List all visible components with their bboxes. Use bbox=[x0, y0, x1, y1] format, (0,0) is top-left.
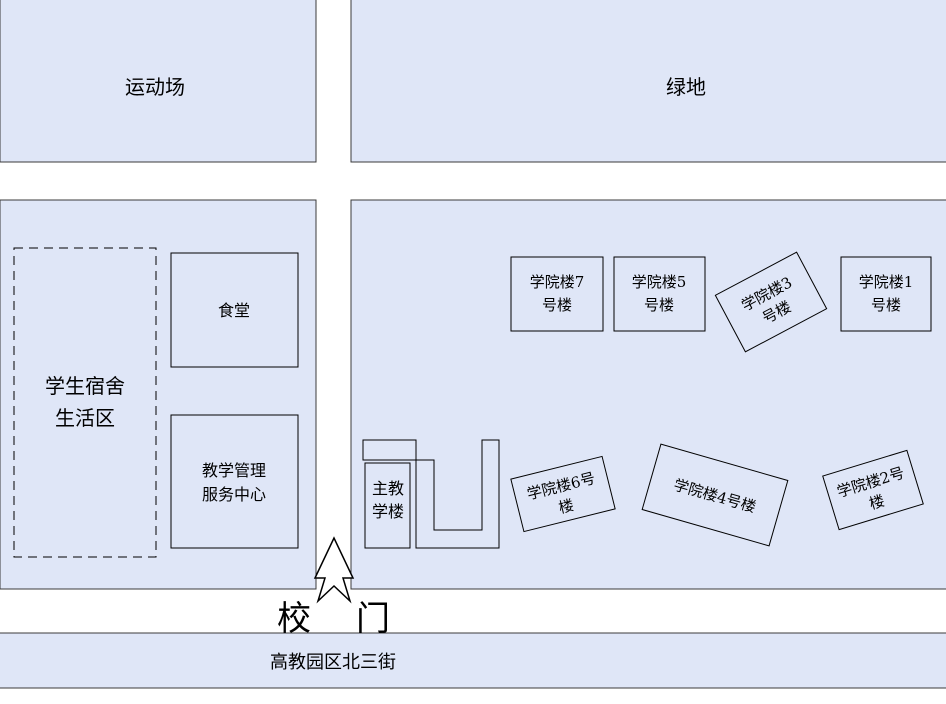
green-space-label: 绿地 bbox=[666, 75, 706, 99]
building-6-outline[interactable] bbox=[510, 455, 616, 533]
admin-label-line1: 教学管理 bbox=[202, 461, 266, 480]
sports-field-block[interactable] bbox=[0, 0, 317, 163]
building-5-label-line2: 号楼 bbox=[644, 296, 674, 314]
building-6-label-line2: 楼 bbox=[557, 496, 576, 517]
building-1-label-line2: 号楼 bbox=[871, 296, 901, 314]
college-building-5[interactable] bbox=[613, 256, 706, 332]
college-building-1[interactable] bbox=[840, 256, 932, 332]
building-4-outline[interactable] bbox=[641, 443, 789, 547]
building-3-outline[interactable] bbox=[714, 251, 828, 353]
admin-service-center[interactable] bbox=[170, 414, 299, 549]
canteen-building[interactable] bbox=[170, 252, 299, 368]
building-5-label-line1: 学院楼5 bbox=[632, 273, 687, 291]
east-campus-block[interactable] bbox=[350, 199, 946, 590]
main-building-label-line1: 主教 bbox=[372, 479, 404, 498]
green-space-block[interactable] bbox=[350, 0, 946, 163]
gate-label-char1: 校 bbox=[277, 599, 311, 639]
building-1-label-line1: 学院楼1 bbox=[859, 273, 914, 291]
main-teaching-building-wing[interactable] bbox=[362, 439, 500, 549]
canteen-label: 食堂 bbox=[218, 301, 250, 320]
street-label: 高教园区北三街 bbox=[270, 652, 396, 673]
admin-label-line2: 服务中心 bbox=[202, 485, 266, 504]
dormitory-label-line1: 学生宿舍 bbox=[45, 374, 125, 398]
college-building-7[interactable] bbox=[510, 256, 604, 332]
dormitory-label-line2: 生活区 bbox=[55, 406, 115, 430]
building-2-outline[interactable] bbox=[822, 449, 924, 531]
street-block bbox=[0, 632, 946, 689]
sports-field-label: 运动场 bbox=[125, 75, 185, 99]
building-2-label-line2: 楼 bbox=[867, 492, 887, 514]
main-building-label-line2: 学楼 bbox=[372, 502, 404, 521]
gate-arrow-icon bbox=[313, 536, 355, 604]
gate-label-char2: 门 bbox=[356, 599, 390, 639]
west-campus-block[interactable] bbox=[0, 199, 317, 590]
building-7-label-line2: 号楼 bbox=[542, 296, 572, 314]
building-7-label-line1: 学院楼7 bbox=[530, 273, 585, 291]
main-teaching-building[interactable] bbox=[364, 462, 411, 549]
